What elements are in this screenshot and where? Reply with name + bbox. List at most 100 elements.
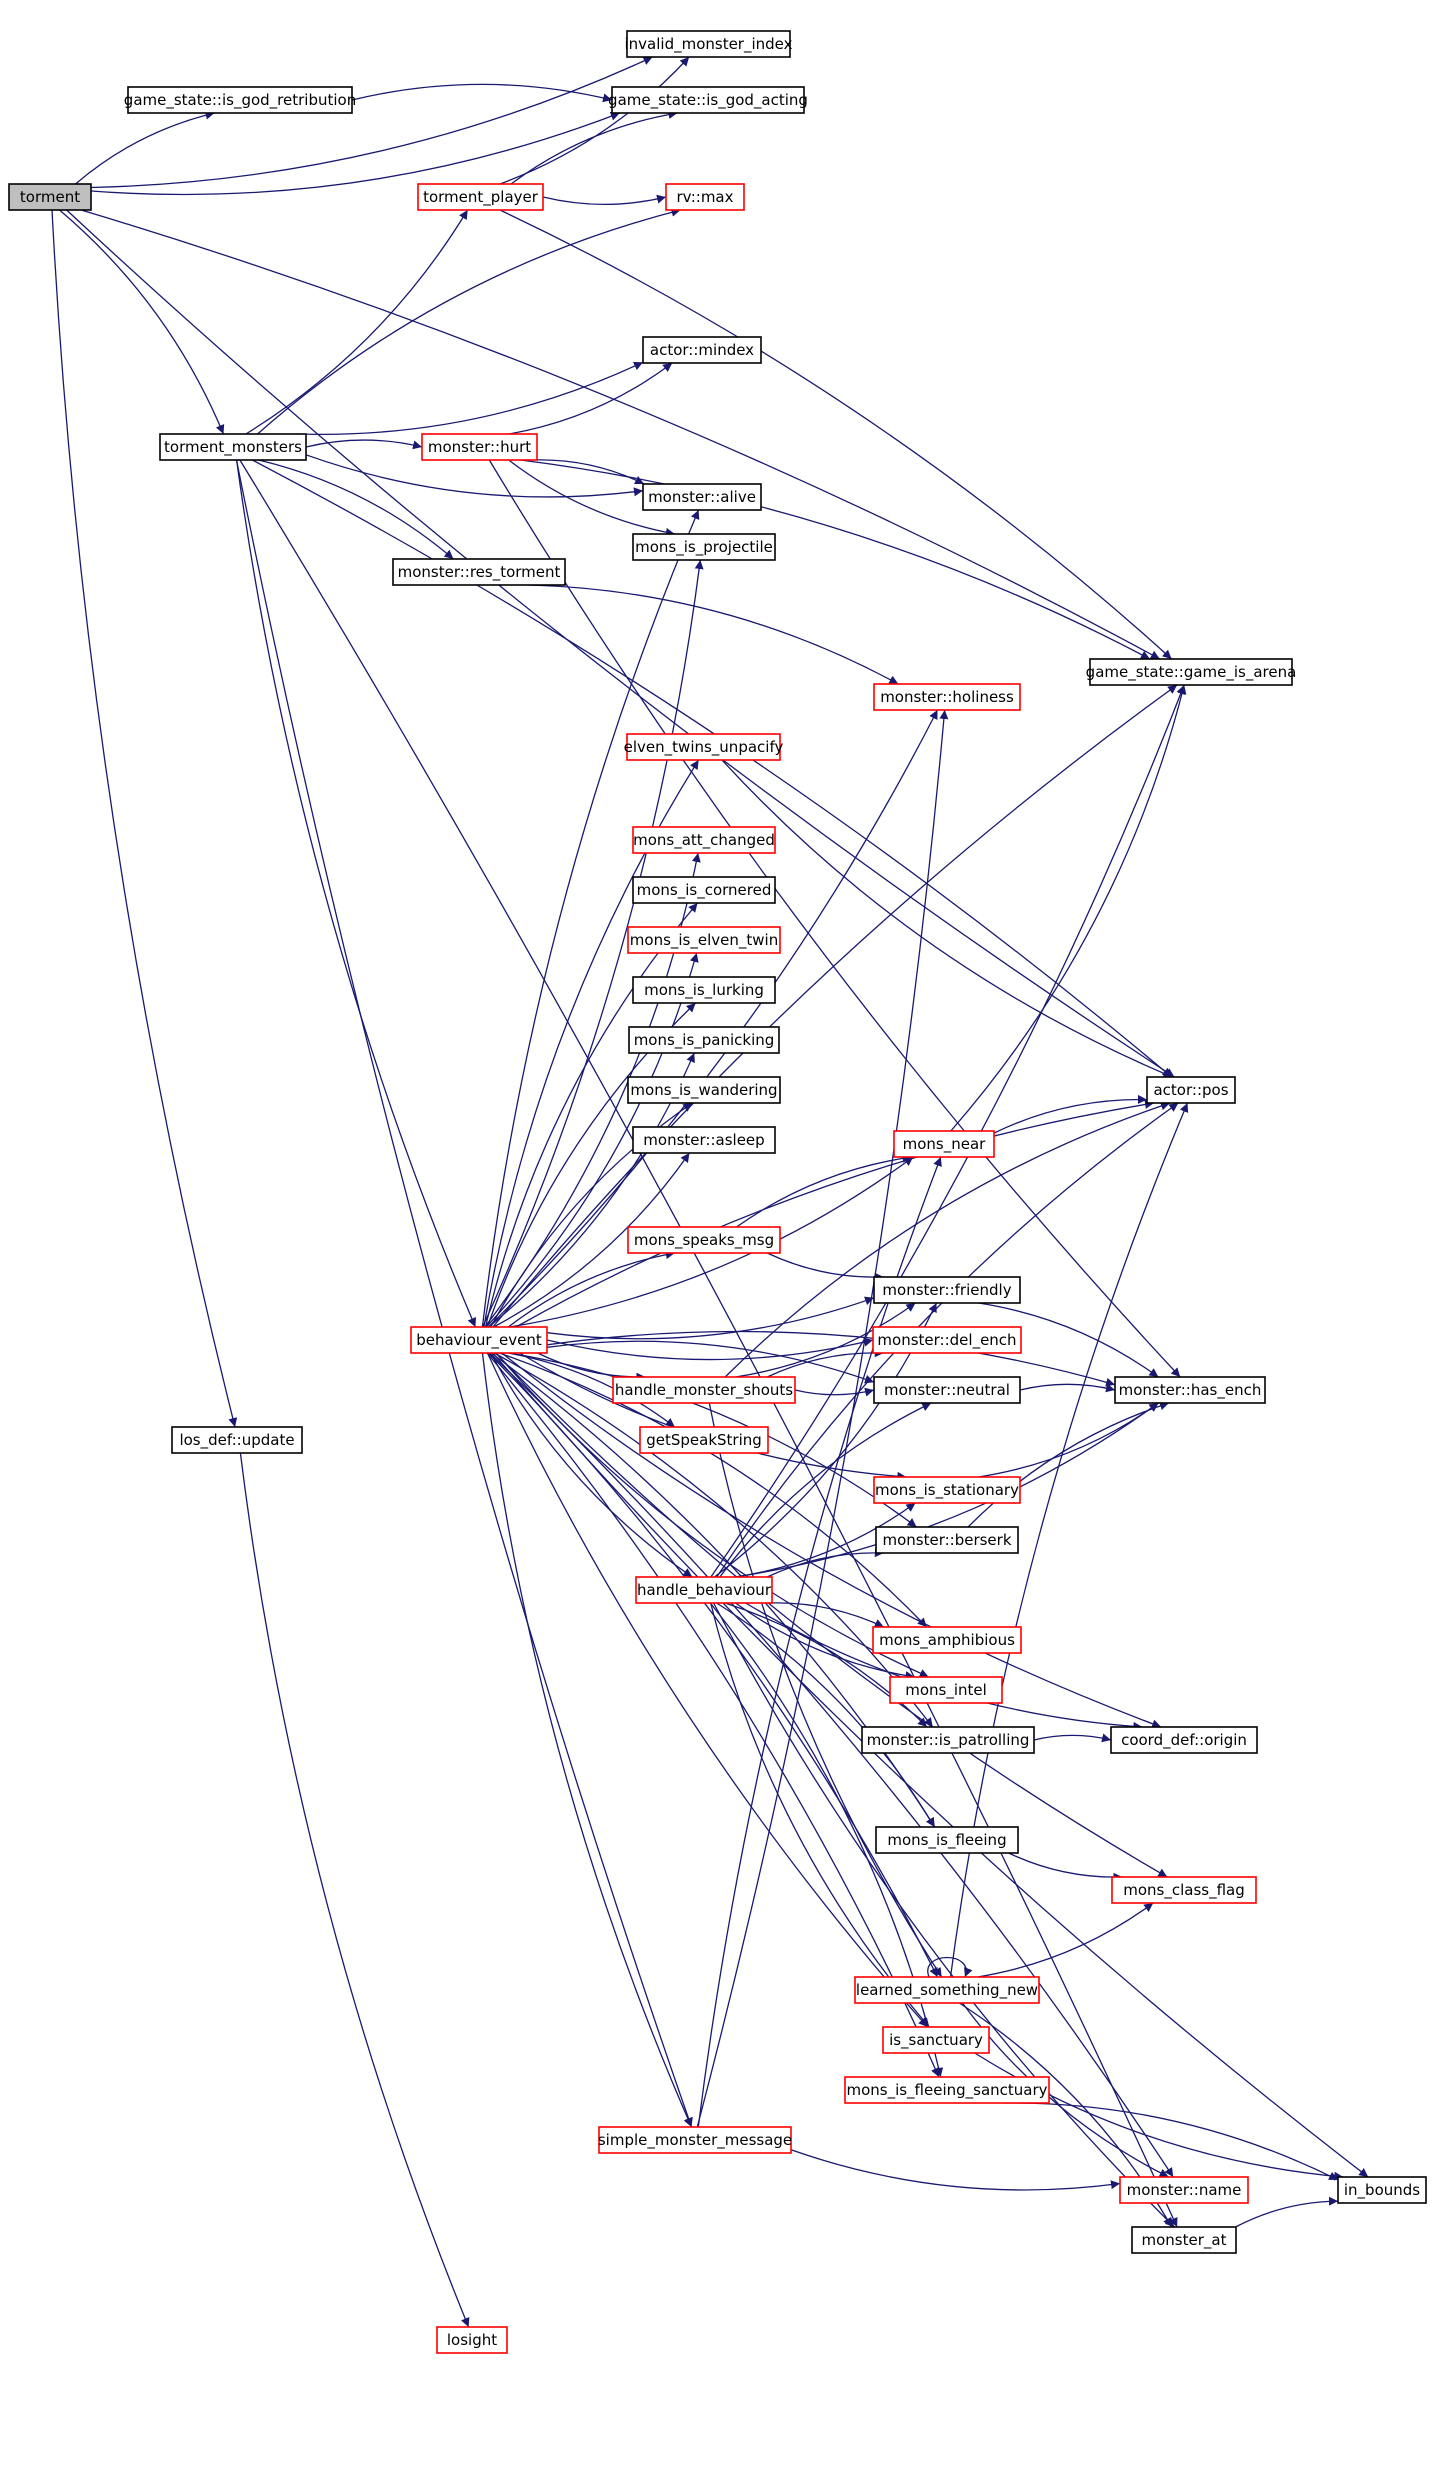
edge-mons_near-to-gs_game_is_arena: [950, 684, 1187, 1132]
node-box: [171, 1426, 303, 1454]
node-label: mons_is_fleeing_sanctuary: [846, 2081, 1047, 2100]
node-box: [632, 533, 776, 561]
node-label: mons_is_fleeing: [887, 1831, 1006, 1850]
node-label: game_state::game_is_arena: [1086, 663, 1297, 682]
node-mons-class-flag[interactable]: mons_class_flag: [1111, 1876, 1257, 1904]
edge-handle_behaviour-to-monster_at: [713, 1602, 1175, 2228]
node-gs-is-god-acting: game_state::is_god_acting: [608, 86, 808, 114]
node-monster-is-patrolling: monster::is_patrolling: [861, 1726, 1035, 1754]
node-mons-is-projectile: mons_is_projectile: [632, 533, 776, 561]
edge-simple_monster_message-to-monster_holiness: [696, 709, 949, 2128]
node-label: mons_is_stationary: [875, 1481, 1019, 1500]
edge-monster_hurt-to-actor_mindex: [509, 362, 673, 435]
edge-handle_behaviour-to-monster_has_ench: [735, 1402, 1159, 1578]
node-mons-is-panicking: mons_is_panicking: [628, 1026, 780, 1054]
node-torment[interactable]: torment: [8, 183, 92, 211]
node-monster-name[interactable]: monster::name: [1119, 2176, 1249, 2204]
node-box: [612, 1376, 796, 1404]
node-rv-max[interactable]: rv::max: [665, 183, 745, 211]
node-mons-intel[interactable]: mons_intel: [889, 1676, 1003, 1704]
node-mons-speaks-msg[interactable]: mons_speaks_msg: [627, 1226, 781, 1254]
node-mons-is-fleeing-sanctuary[interactable]: mons_is_fleeing_sanctuary: [844, 2076, 1050, 2104]
edge-monster_neutral-to-monster_has_ench: [1019, 1383, 1116, 1393]
node-box: [127, 86, 353, 114]
node-elven-twins-unpacify[interactable]: elven_twins_unpacify: [624, 733, 784, 761]
node-label: monster::asleep: [643, 1131, 764, 1149]
node-box: [628, 1026, 780, 1054]
node-getSpeakString[interactable]: getSpeakString: [639, 1426, 769, 1454]
edge-behaviour_event-to-mons_is_elven_twin: [485, 952, 699, 1328]
edge-behaviour_event-to-monster_asleep: [493, 1152, 690, 1328]
node-label: mons_near: [903, 1135, 987, 1154]
node-box: [639, 1426, 769, 1454]
node-handle-behaviour[interactable]: handle_behaviour: [635, 1576, 773, 1604]
node-in-bounds: in_bounds: [1337, 2176, 1427, 2204]
node-learned-something-new[interactable]: learned_something_new: [854, 1976, 1040, 2004]
node-label: mons_is_wandering: [630, 1081, 777, 1100]
node-behaviour-event[interactable]: behaviour_event: [410, 1326, 548, 1354]
node-is-sanctuary[interactable]: is_sanctuary: [882, 2026, 990, 2054]
node-box: [410, 1326, 548, 1354]
node-invalid-monster-index: invalid_monster_index: [624, 30, 793, 58]
edge-torment_player-to-gs_is_god_acting: [510, 110, 678, 185]
node-mons-is-stationary[interactable]: mons_is_stationary: [873, 1476, 1021, 1504]
node-label: mons_att_changed: [633, 831, 775, 850]
node-box: [872, 1326, 1022, 1354]
edge-torment_monsters-to-monster_at: [239, 459, 1178, 2228]
node-box: [627, 926, 781, 954]
node-gs-game-is-arena: game_state::game_is_arena: [1086, 658, 1297, 686]
node-label: monster::del_ench: [877, 1331, 1016, 1350]
node-mons-is-wandering: mons_is_wandering: [627, 1076, 781, 1104]
edge-torment_monsters-to-behaviour_event: [235, 459, 477, 1328]
node-box: [635, 1576, 773, 1604]
edge-handle_behaviour-to-actor_pos: [716, 1102, 1179, 1578]
node-label: elven_twins_unpacify: [624, 738, 784, 757]
edge-handle_behaviour-to-monster_neutral: [719, 1402, 932, 1578]
node-box: [611, 86, 805, 114]
node-mons-amphibious[interactable]: mons_amphibious: [872, 1626, 1022, 1654]
edge-torment_player-to-rv_max: [542, 194, 667, 206]
node-box: [392, 558, 566, 586]
edge-torment_monsters-to-actor_mindex: [295, 361, 644, 436]
edge-mons_is_fleeing-to-mons_class_flag: [1008, 1852, 1123, 1882]
node-mons-att-changed[interactable]: mons_att_changed: [632, 826, 776, 854]
node-label: mons_is_panicking: [634, 1031, 775, 1050]
edge-torment-to-invalid_monster_index: [90, 56, 653, 189]
node-simple-monster-message[interactable]: simple_monster_message: [598, 2126, 792, 2154]
node-label: getSpeakString: [646, 1431, 762, 1449]
node-box: [872, 1626, 1022, 1654]
node-mons-near[interactable]: mons_near: [893, 1130, 995, 1158]
node-label: monster::holiness: [880, 688, 1014, 706]
edge-behaviour_event-to-is_sanctuary: [486, 1352, 928, 2028]
edge-mons_near-to-actor_pos: [993, 1094, 1148, 1134]
node-torment-player[interactable]: torment_player: [417, 183, 544, 211]
node-mons-is-lurking: mons_is_lurking: [632, 976, 776, 1004]
node-monster-holiness[interactable]: monster::holiness: [873, 683, 1021, 711]
node-losight[interactable]: losight: [436, 2326, 508, 2354]
node-handle-monster-shouts[interactable]: handle_monster_shouts: [612, 1376, 796, 1404]
edge-behaviour_event-to-mons_near: [509, 1156, 914, 1328]
edge-handle_behaviour-to-monster_berserk: [766, 1548, 884, 1578]
edge-torment-to-torment_monsters: [59, 209, 225, 435]
node-monster-del-ench[interactable]: monster::del_ench: [872, 1326, 1022, 1354]
edge-elven_twins_unpacify-to-actor_pos: [721, 759, 1173, 1078]
edge-gs_is_god_retribution-to-gs_is_god_acting: [351, 83, 613, 103]
node-monster-hurt[interactable]: monster::hurt: [421, 433, 538, 461]
node-mons-is-elven-twin[interactable]: mons_is_elven_twin: [627, 926, 781, 954]
node-box: [626, 30, 791, 58]
node-label: monster::neutral: [884, 1381, 1010, 1399]
node-box: [436, 2326, 508, 2354]
edge-handle_behaviour-to-is_sanctuary: [710, 1602, 930, 2028]
edge-behaviour_event-to-monster_berserk: [509, 1352, 917, 1528]
node-box: [882, 2026, 990, 2054]
edge-learned_something_new-to-learned_something_new: [927, 1957, 973, 1978]
node-box: [159, 433, 307, 461]
node-box: [642, 483, 762, 511]
edge-torment_monsters-to-monster_alive: [305, 454, 644, 498]
edge-behaviour_event-to-simple_monster_message: [481, 1352, 693, 2128]
node-label: mons_is_elven_twin: [630, 931, 778, 950]
node-label: invalid_monster_index: [624, 35, 792, 54]
edge-handle_behaviour-to-mons_is_fleeing_sanctuary: [709, 1602, 944, 2078]
edge-behaviour_event-to-mons_is_stationary: [519, 1352, 907, 1481]
node-label: actor::mindex: [650, 341, 754, 359]
